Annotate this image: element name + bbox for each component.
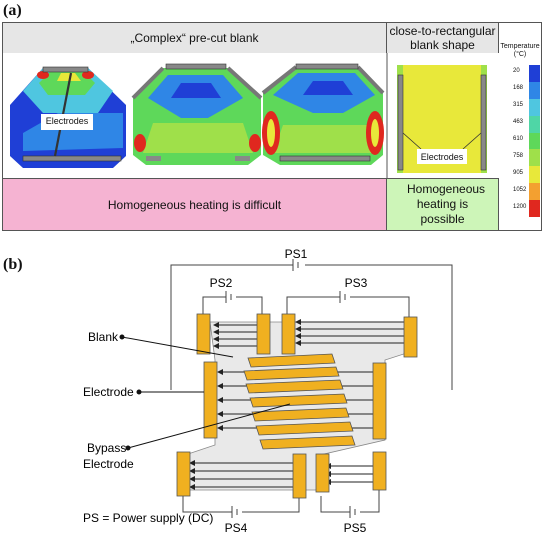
- legend-color-bar: [529, 65, 540, 217]
- main-electrodes: [176, 313, 418, 499]
- panel-a-label: (a): [3, 2, 22, 19]
- blank-simulation-1: [10, 66, 126, 168]
- caption-heating-possible: Homogeneous heating is possible: [387, 178, 499, 230]
- temperature-legend: Temperature (°C) 20 168 315 463 610 758 905 105…: [499, 23, 541, 230]
- ps1-label: PS1: [285, 247, 308, 261]
- bypass-electrodes: [243, 353, 356, 450]
- header-complex-blank-text: „Complex“ pre-cut blank: [130, 31, 259, 45]
- ps4-label: PS4: [225, 521, 248, 535]
- ps5-label: PS5: [344, 521, 367, 535]
- legend-swatch: [529, 183, 540, 200]
- ps2-label: PS2: [210, 276, 233, 290]
- legend-value: 315: [513, 102, 524, 109]
- header-complex-blank: „Complex“ pre-cut blank: [3, 23, 387, 53]
- blank-simulation-3: [261, 63, 385, 165]
- blank-simulation-2: [131, 63, 263, 165]
- blank-simulation-rectangular: [397, 65, 487, 173]
- legend-value: 1200: [513, 203, 527, 210]
- legend-value: 610: [513, 136, 524, 142]
- legend-swatch: [529, 98, 540, 116]
- legend-value: 758: [513, 152, 524, 159]
- legend-swatch: [529, 166, 540, 184]
- legend-value: 168: [513, 85, 524, 92]
- electrode-layout-diagram: PS1 PS2 PS3 PS4 PS5 Blank Electrode Bypa…: [83, 247, 453, 535]
- temperature-simulations: [3, 53, 499, 178]
- legend-value: 1052: [513, 186, 527, 193]
- legend-value: 463: [513, 119, 524, 126]
- legend-values: 20 168 315 463 610 758 905 1052 1200: [499, 23, 529, 230]
- electrode-label: Electrode: [83, 385, 134, 399]
- electrodes-label-left: Electrodes: [45, 116, 89, 126]
- caption-heating-possible-text: Homogeneous heating is possible: [407, 182, 486, 226]
- label-pointers: [119, 334, 291, 451]
- panel-a-frame: [2, 22, 542, 231]
- caption-heating-difficult: Homogeneous heating is difficult: [3, 178, 387, 230]
- legend-swatch: [529, 81, 540, 99]
- ps-note: PS = Power supply (DC): [83, 511, 213, 525]
- header-rectangular-blank-text: close-to-rectangular blank shape: [389, 24, 496, 52]
- legend-value: 20: [513, 68, 520, 75]
- legend-swatch: [529, 200, 540, 217]
- header-rectangular-blank: close-to-rectangular blank shape: [387, 23, 499, 53]
- caption-heating-difficult-text: Homogeneous heating is difficult: [107, 198, 282, 212]
- legend-swatch: [529, 65, 540, 82]
- blank-label: Blank: [88, 330, 119, 344]
- electrodes-label-right: Electrodes: [420, 152, 464, 162]
- panel-b-label: (b): [3, 256, 23, 273]
- legend-swatch: [529, 132, 540, 150]
- legend-swatch: [529, 115, 540, 133]
- legend-swatch: [529, 149, 540, 167]
- bypass-label-line1: Bypass: [87, 441, 126, 455]
- legend-title: Temperature (°C): [500, 43, 540, 58]
- power-supply-wiring: [170, 259, 453, 518]
- legend-value: 905: [513, 169, 524, 176]
- bypass-label-line2: Electrode: [83, 457, 134, 471]
- ps3-label: PS3: [345, 276, 368, 290]
